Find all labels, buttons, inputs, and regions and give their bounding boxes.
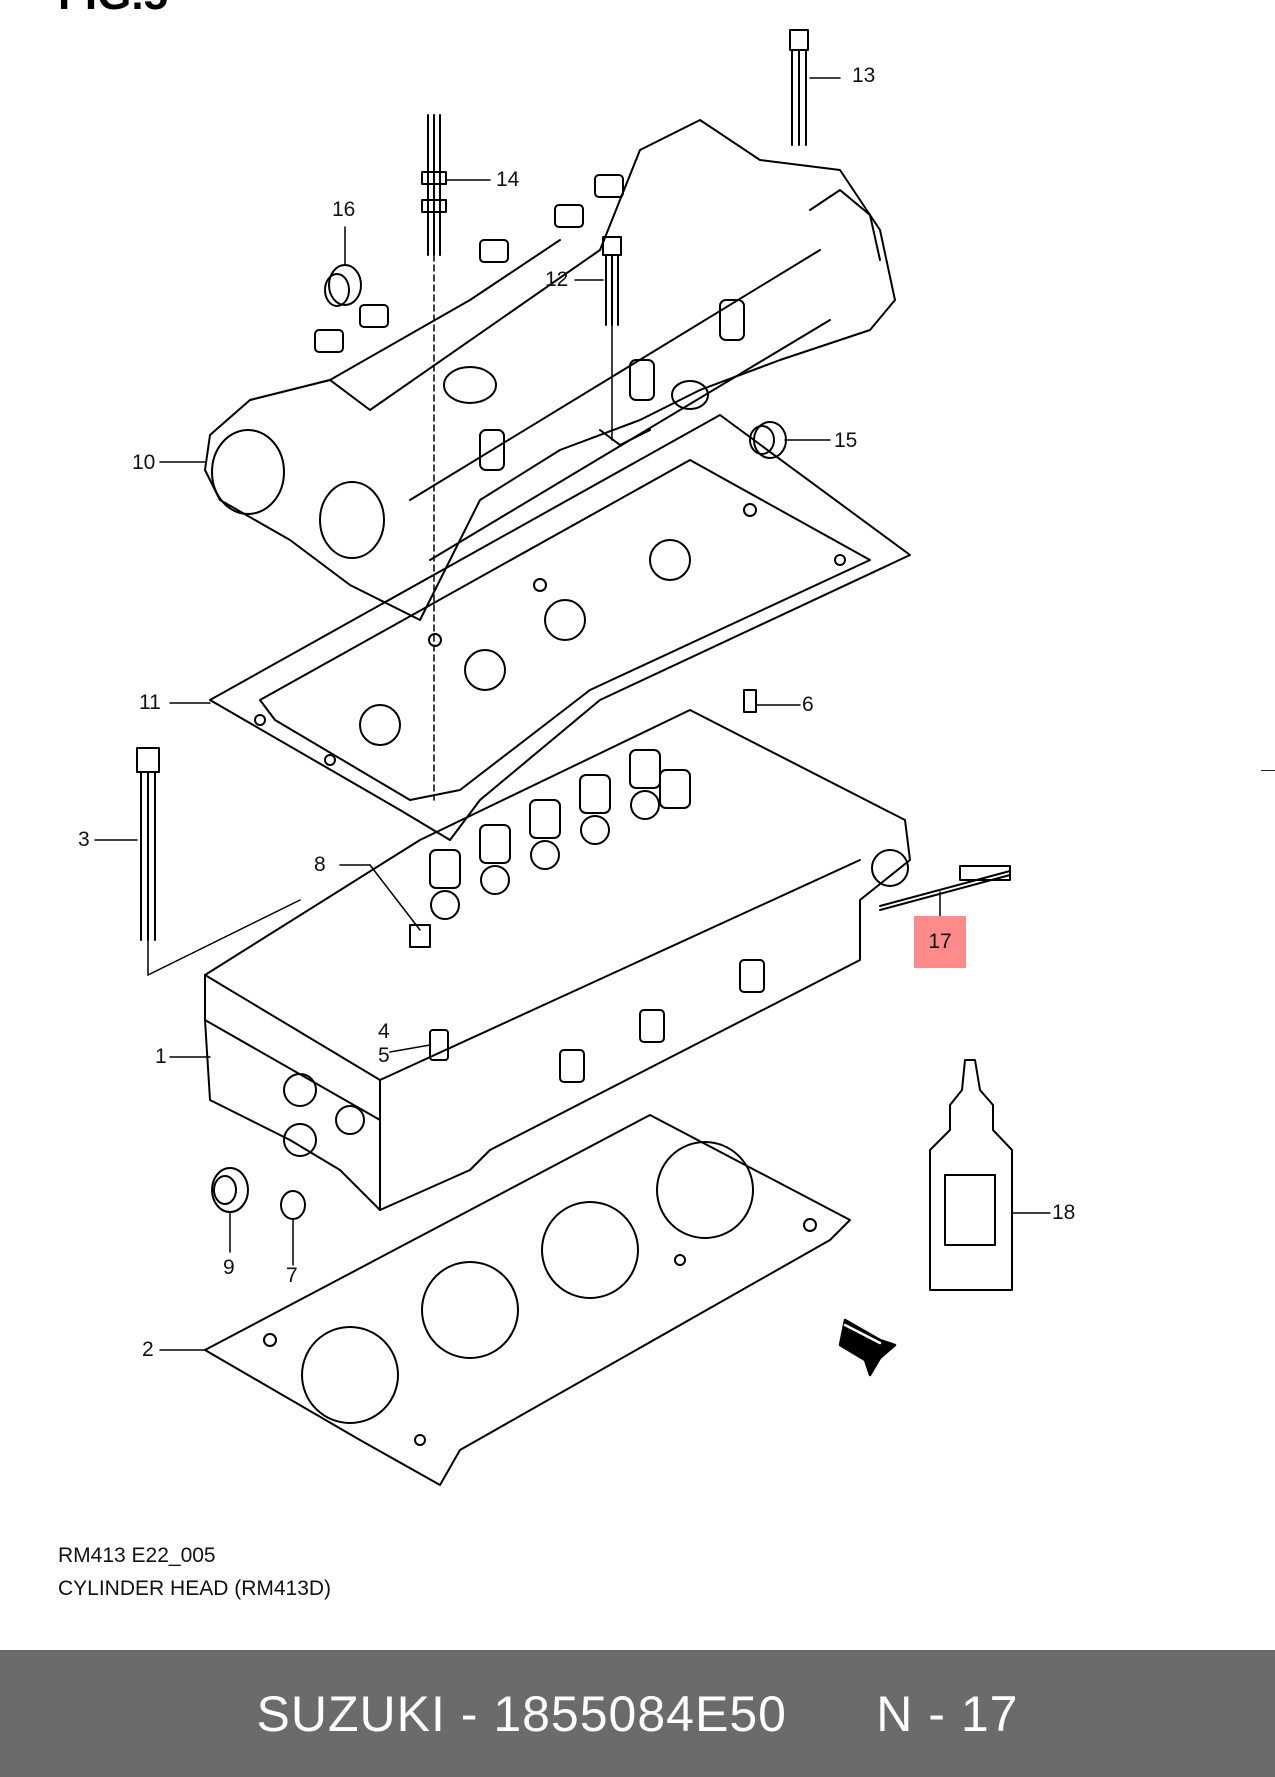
plug-16: [324, 264, 362, 307]
callout-17: 17: [928, 930, 952, 953]
footer-part-number: 1855084E50: [493, 1685, 787, 1742]
footer-gap: [787, 1685, 876, 1743]
leader-lines: [94, 77, 1051, 1351]
sealant-18: [929, 1059, 1013, 1291]
plug-9: [211, 1167, 249, 1213]
callout-13: 13: [852, 64, 876, 87]
cylinder-head: [204, 709, 911, 1211]
callout-4: 4: [378, 1020, 390, 1043]
callout-7: 7: [286, 1264, 298, 1287]
callout-15: 15: [834, 429, 858, 452]
footer-brand: SUZUKI: [256, 1685, 446, 1742]
diagram-title: CYLINDER HEAD (RM413D): [58, 1577, 332, 1600]
callout-10: 10: [132, 451, 156, 474]
callout-5: 5: [378, 1044, 390, 1067]
callout-18: 18: [1052, 1201, 1076, 1224]
callout-8: 8: [314, 853, 326, 876]
plug-7: [280, 1190, 306, 1220]
bolt-13: [789, 29, 809, 146]
callout-1: 1: [155, 1045, 167, 1068]
callout-12: 12: [545, 268, 569, 291]
bolt-3: [136, 747, 160, 941]
parts-diagram: FIG.5: [58, 0, 1275, 1600]
camshaft-housing: [204, 119, 896, 621]
callout-11: 11: [139, 691, 161, 714]
figure-label: FIG.5: [58, 0, 168, 20]
callout-6: 6: [802, 693, 814, 716]
callout-3: 3: [78, 828, 90, 851]
dowel-6: [743, 689, 757, 713]
fwd-arrow: [838, 1318, 897, 1377]
callout-9: 9: [223, 1256, 235, 1279]
footer-separator: -: [445, 1685, 494, 1742]
glow-plug-17: [879, 865, 1011, 911]
plug-8: [409, 924, 431, 948]
stud-14: [421, 114, 447, 256]
footer-ref: N - 17: [876, 1685, 1019, 1742]
callout-2: 2: [142, 1338, 154, 1361]
bolt-12: [602, 236, 622, 326]
cam-gasket: [209, 414, 911, 841]
head-gasket: [204, 1114, 851, 1486]
part-footer: SUZUKI - 1855084E50 N - 17: [0, 1650, 1275, 1777]
diagram-drawing: [94, 29, 1051, 1486]
callout-16: 16: [332, 198, 356, 221]
diagram-code: RM413 E22_005: [58, 1544, 216, 1567]
callout-14: 14: [496, 168, 520, 191]
callout-17-highlight: 17: [914, 916, 966, 968]
edge-tick: [1261, 770, 1275, 771]
